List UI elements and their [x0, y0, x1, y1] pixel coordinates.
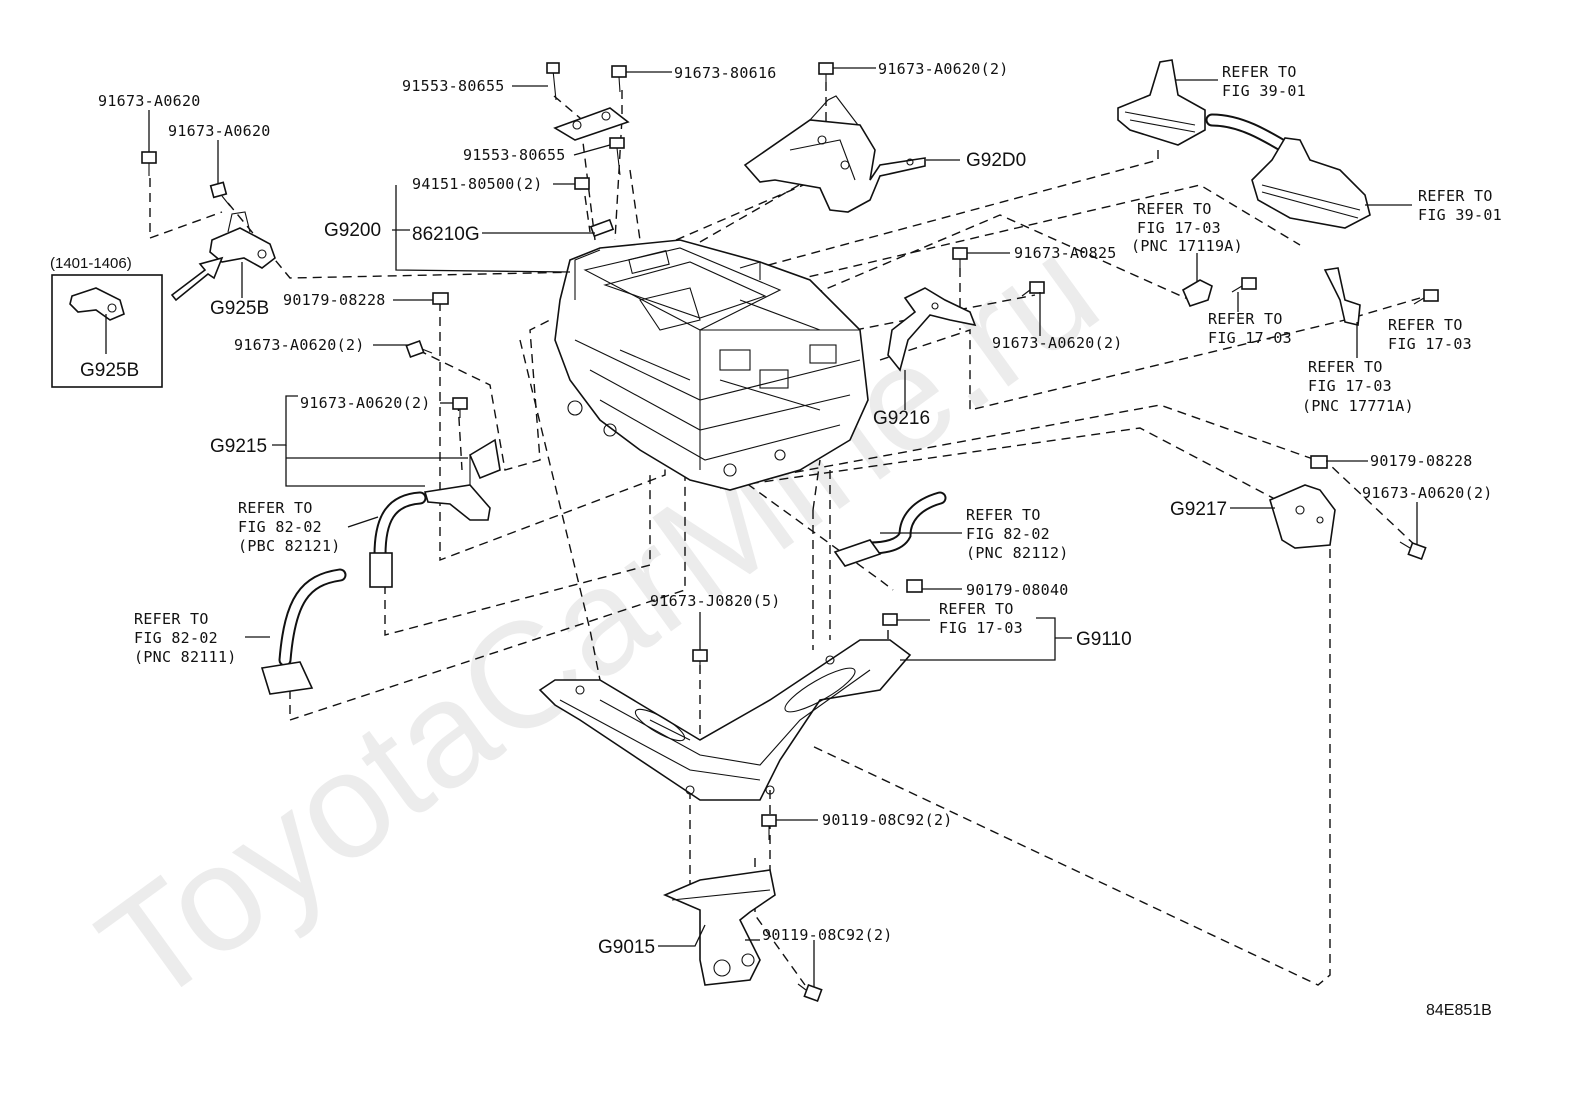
ref-fig8202-c-1: REFER TO — [134, 610, 209, 628]
bracket-g9217 — [1269, 484, 1336, 549]
group-g9215: G9215 — [210, 436, 267, 457]
label-91673-a0620-2-right: 91673-A0620(2) — [1362, 484, 1493, 502]
ref-fig3901-b-2: FIG 39-01 — [1418, 206, 1502, 224]
ref-fig3901-b-1: REFER TO — [1418, 187, 1493, 205]
wire-harnesses — [260, 491, 947, 695]
group-g9216: G9216 — [873, 408, 930, 429]
label-94151-80500: 94151-80500(2) — [412, 175, 543, 193]
group-g925b: G925B — [210, 298, 269, 319]
ref-fig1703-a-1: REFER TO — [1137, 200, 1212, 218]
label-91673-a0620-2-top: 91673-A0620(2) — [878, 60, 1009, 78]
bracket-g9215 — [423, 438, 501, 521]
label-86210g: 86210G — [412, 224, 480, 245]
ref-fig1703-c-2: FIG 17-03 — [1388, 335, 1472, 353]
ref-fig3901-a-2: FIG 39-01 — [1222, 82, 1306, 100]
fasteners — [141, 62, 1439, 1003]
bracket-g925b — [170, 211, 276, 302]
group-g9015: G9015 — [598, 937, 655, 958]
hoses — [1117, 59, 1371, 229]
ref-fig1703-d-1: REFER TO — [1308, 358, 1383, 376]
ref-fig1703-a-2: FIG 17-03 — [1137, 219, 1221, 237]
label-91673-a0825: 91673-A0825 — [1014, 244, 1117, 262]
group-labels: G925B G9200 G92D0 G9215 G9216 G9217 G911… — [210, 150, 1227, 958]
ref-fig8202-a-2: FIG 82-02 — [238, 518, 322, 536]
label-91673-80616: 91673-80616 — [674, 64, 777, 82]
ref-fig1703-e-2: FIG 17-03 — [939, 619, 1023, 637]
bracket-g9216 — [887, 287, 977, 372]
group-g9200: G9200 — [324, 220, 381, 241]
label-91673-a0620-a: 91673-A0620 — [98, 92, 201, 110]
label-91673-j0820: 91673-J0820(5) — [650, 592, 781, 610]
mount-g9015 — [662, 869, 776, 986]
ref-fig3901-a-1: REFER TO — [1222, 63, 1297, 81]
label-91553-80655-b: 91553-80655 — [463, 146, 566, 164]
diagram-id: 84E851B — [1426, 1002, 1492, 1019]
label-90119-08c92-a: 90119-08C92(2) — [822, 811, 953, 829]
ref-fig8202-a-1: REFER TO — [238, 499, 313, 517]
ref-fig1703-e-1: REFER TO — [939, 600, 1014, 618]
ref-fig1703-b-2: FIG 17-03 — [1208, 329, 1292, 347]
label-90179-08228-a: 90179-08228 — [283, 291, 386, 309]
label-91673-a0620-2-left2: 91673-A0620(2) — [300, 394, 431, 412]
bracket-g92d0 — [743, 95, 926, 213]
reference-labels: REFER TO FIG 39-01 REFER TO FIG 39-01 RE… — [134, 63, 1502, 666]
ref-fig1703-d-2: FIG 17-03 — [1308, 377, 1392, 395]
label-91673-a0620-b: 91673-A0620 — [168, 122, 271, 140]
ref-fig8202-c-3: (PNC 82111) — [134, 648, 237, 666]
label-90179-08040: 90179-08040 — [966, 581, 1069, 599]
inset-range: (1401-1406) — [50, 255, 132, 272]
part-labels: 91673-A0620 91673-A0620 91553-80655 9167… — [98, 60, 1493, 944]
inset-part-label: G925B — [80, 360, 139, 381]
small-brackets — [1181, 267, 1361, 326]
ref-fig1703-d-3: (PNC 17771A) — [1302, 397, 1414, 415]
label-90179-08228-b: 90179-08228 — [1370, 452, 1473, 470]
group-g9110: G9110 — [1076, 629, 1132, 650]
inset-box: (1401-1406) G925B — [50, 255, 163, 388]
bolt-plate — [546, 62, 630, 238]
ref-fig1703-b-1: REFER TO — [1208, 310, 1283, 328]
inverter-assembly — [554, 239, 869, 491]
label-91553-80655-a: 91553-80655 — [402, 77, 505, 95]
label-91673-a0620-2-left1: 91673-A0620(2) — [234, 336, 365, 354]
group-g92d0: G92D0 — [966, 150, 1026, 171]
leader-lines — [148, 67, 1418, 987]
label-90119-08c92-b: 90119-08C92(2) — [762, 926, 893, 944]
label-91673-a0620-2-mid: 91673-A0620(2) — [992, 334, 1123, 352]
ref-fig8202-b-1: REFER TO — [966, 506, 1041, 524]
ref-fig8202-c-2: FIG 82-02 — [134, 629, 218, 647]
group-g9217: G9217 — [1170, 499, 1227, 520]
ref-fig8202-b-2: FIG 82-02 — [966, 525, 1050, 543]
ref-fig1703-c-1: REFER TO — [1388, 316, 1463, 334]
ref-fig8202-a-3: (PBC 82121) — [238, 537, 341, 555]
ref-fig1703-a-3: (PNC 17119A) — [1131, 237, 1243, 255]
ref-fig8202-b-3: (PNC 82112) — [966, 544, 1069, 562]
crossmember-g9110 — [538, 639, 912, 801]
